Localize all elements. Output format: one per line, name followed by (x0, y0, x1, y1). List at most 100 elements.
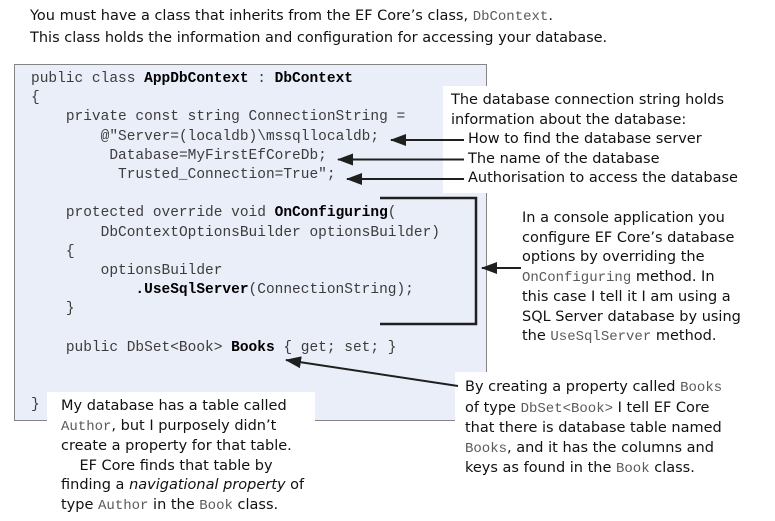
text: protected override void (31, 205, 275, 222)
text-line: public DbSet<Book> Books { get; set; } (31, 339, 440, 358)
text: Trusted_Connection=True"; (31, 167, 336, 184)
text: . (548, 8, 553, 24)
text: this case I tell it I am using a (522, 289, 731, 305)
bold-text: DbContext (274, 71, 353, 87)
text-line: } (31, 300, 440, 319)
text-line: This class holds the information and con… (30, 28, 607, 49)
text: (ConnectionString); (248, 282, 414, 299)
text-line: that there is database table named (465, 419, 775, 439)
text-line: .UseSqlServer(ConnectionString); (31, 281, 440, 300)
bold-text: AppDbContext (144, 71, 249, 87)
text: public DbSet<Book> (31, 339, 232, 356)
text-line (31, 358, 440, 377)
text-line: OnConfiguring method. In (522, 268, 772, 289)
text: information about the database: (451, 111, 687, 128)
text: that there is database table named (465, 420, 722, 436)
text-line: EF Core finds that table by (61, 457, 315, 477)
text (31, 282, 135, 298)
text: SQL Server database by using (522, 308, 741, 325)
mono-text: Books (465, 440, 508, 457)
mono-text: OnConfiguring (522, 269, 632, 286)
text: EF Core finds that table by (61, 457, 273, 474)
text-line: information about the database: (451, 111, 775, 131)
mono-text: Author (61, 418, 112, 435)
text-line: the UseSqlServer method. (522, 327, 772, 348)
text: method. (651, 328, 717, 344)
text: in the (148, 496, 200, 513)
text-line: @"Server=(localdb)\mssqllocaldb; (31, 128, 440, 147)
text: class. (232, 496, 279, 513)
text: of (285, 477, 305, 493)
bold-text: OnConfiguring (274, 205, 388, 222)
text: } (31, 301, 75, 318)
text: You must have a class that inherits from… (30, 8, 473, 24)
text-line: Author, but I purposely didn’t (61, 417, 315, 438)
text: public class (31, 71, 145, 87)
text: method. In (631, 268, 715, 285)
text-line (31, 185, 440, 204)
text-line: public class AppDbContext : DbContext (31, 70, 440, 89)
text-line: protected override void OnConfiguring( (31, 204, 440, 223)
text-line: SQL Server database by using (522, 308, 772, 328)
text-line: } (31, 396, 440, 415)
text-line: of type DbSet<Book> I tell EF Core (465, 399, 775, 420)
text: private const string ConnectionString = (31, 109, 406, 126)
text: : (248, 71, 275, 87)
text: My database has a table called (61, 398, 287, 414)
mono-text: Book (199, 497, 233, 514)
text: configure EF Core’s database (522, 229, 735, 246)
text-line: Books, and it has the columns and (465, 439, 775, 460)
text-line: options by overriding the (522, 248, 772, 268)
text: This class holds the information and con… (30, 30, 608, 46)
text: options by overriding the (522, 249, 705, 265)
text: the (522, 328, 551, 344)
text-line: keys as found in the Book class. (465, 459, 775, 480)
text-line: finding a navigational property of (61, 476, 315, 496)
text-line: create a property for that table. (61, 437, 315, 457)
mono-text: Book (616, 461, 650, 477)
text: } (31, 397, 40, 414)
mono-text: DbSet<Book> (520, 400, 614, 417)
mono-text: UseSqlServer (550, 329, 652, 345)
text-line: type Author in the Book class. (61, 496, 315, 517)
text-line: Trusted_Connection=True"; (31, 166, 440, 185)
text: finding a (61, 477, 130, 493)
text: { (31, 90, 40, 107)
italic-text: navigational property (129, 477, 286, 493)
text: keys as found in the (465, 460, 616, 476)
text: The name of the database (468, 150, 660, 167)
text-line: The database connection string holds (451, 91, 775, 111)
text-line: { (31, 89, 440, 108)
text-line: In a console application you (522, 209, 772, 229)
text-line: { (31, 243, 440, 262)
text: , but I purposely didn’t (111, 417, 277, 434)
text: Database=MyFirstEfCoreDb; (31, 147, 327, 164)
text: By creating a property called (465, 379, 681, 395)
text: Authorisation to access the database (468, 170, 738, 186)
text-line: Authorisation to access the database (468, 169, 775, 189)
text: ( (387, 205, 397, 222)
mono-text: Books (680, 380, 723, 396)
annotation-books-box: By creating a property called Books of ty… (455, 372, 775, 486)
text: create a property for that table. (61, 438, 292, 454)
text-line: this case I tell it I am using a (522, 288, 772, 308)
text: , and it has the columns and (507, 439, 714, 456)
code-block: public class AppDbContext : DbContext{ p… (14, 64, 487, 421)
text-line: optionsBuilder (31, 262, 440, 281)
text: { (31, 243, 75, 260)
bold-text: .UseSqlServer (135, 282, 249, 299)
code-content: public class AppDbContext : DbContext{ p… (31, 70, 440, 416)
text: optionsBuilder (31, 263, 223, 280)
mono-text: DbContext (472, 9, 549, 25)
text: class. (649, 460, 695, 476)
text-line (31, 320, 440, 339)
text: @"Server=(localdb)\mssqllocaldb; (31, 128, 380, 145)
text: How to find the database server (468, 131, 702, 147)
text-line: configure EF Core’s database (522, 229, 772, 249)
text-line: The name of the database (468, 150, 775, 170)
